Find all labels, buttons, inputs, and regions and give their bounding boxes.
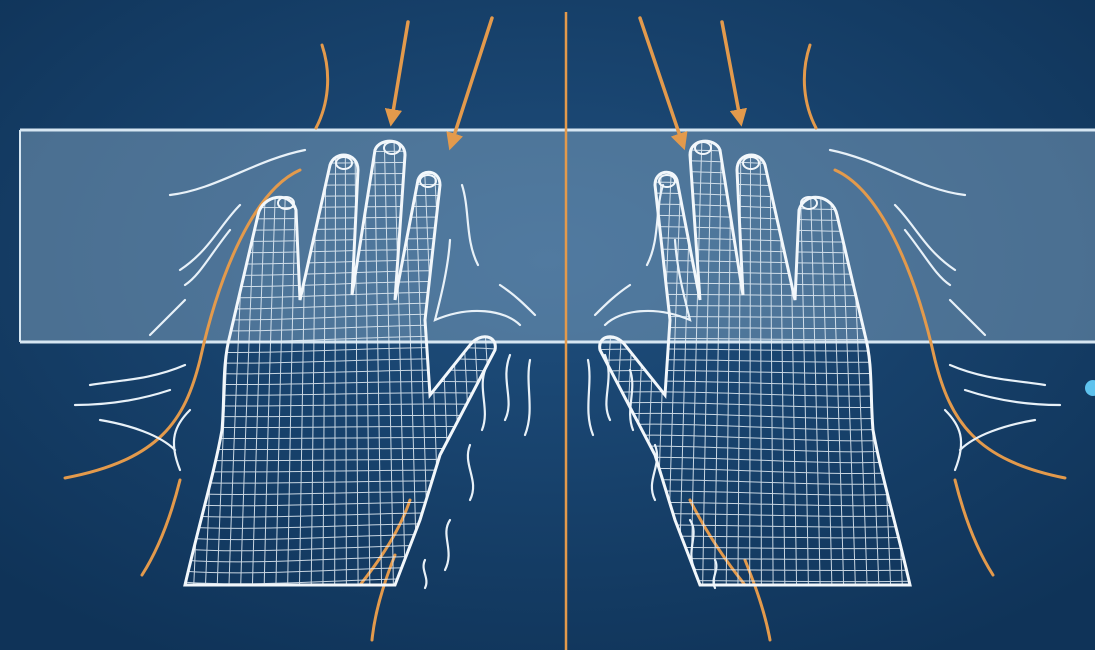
glass-panel xyxy=(20,130,1095,342)
